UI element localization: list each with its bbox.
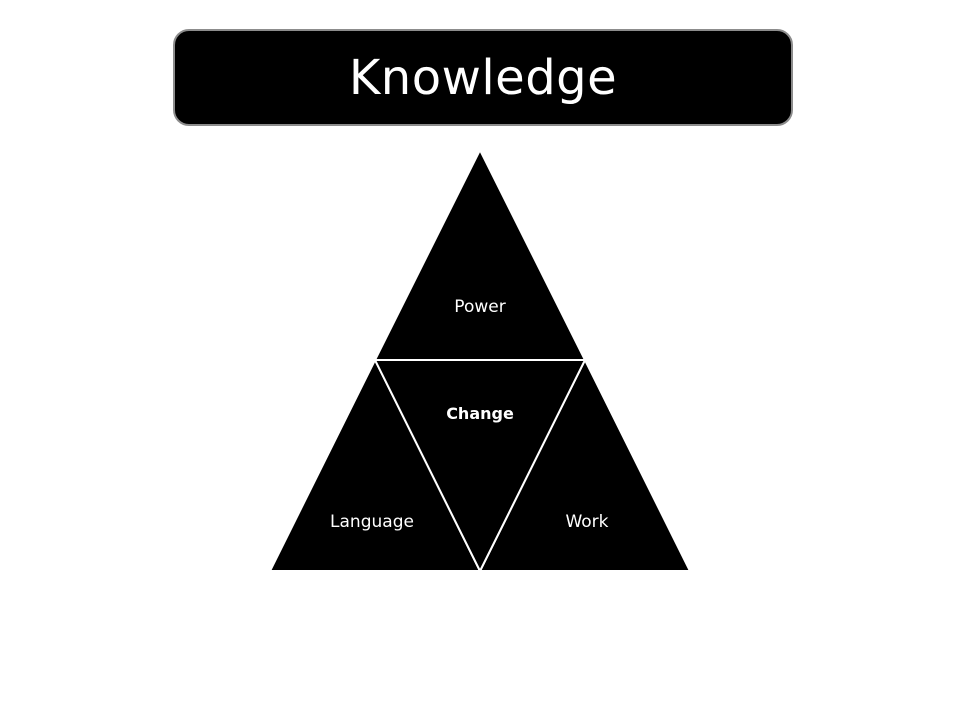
label-bottom-left: Language [330,512,414,532]
page-title: Knowledge [348,49,618,106]
label-center: Change [446,404,514,423]
label-bottom-right: Work [565,512,608,532]
title-banner: Knowledge [173,29,793,126]
triangle-top [373,147,587,361]
triangle-center [373,359,587,574]
label-top: Power [454,297,505,317]
